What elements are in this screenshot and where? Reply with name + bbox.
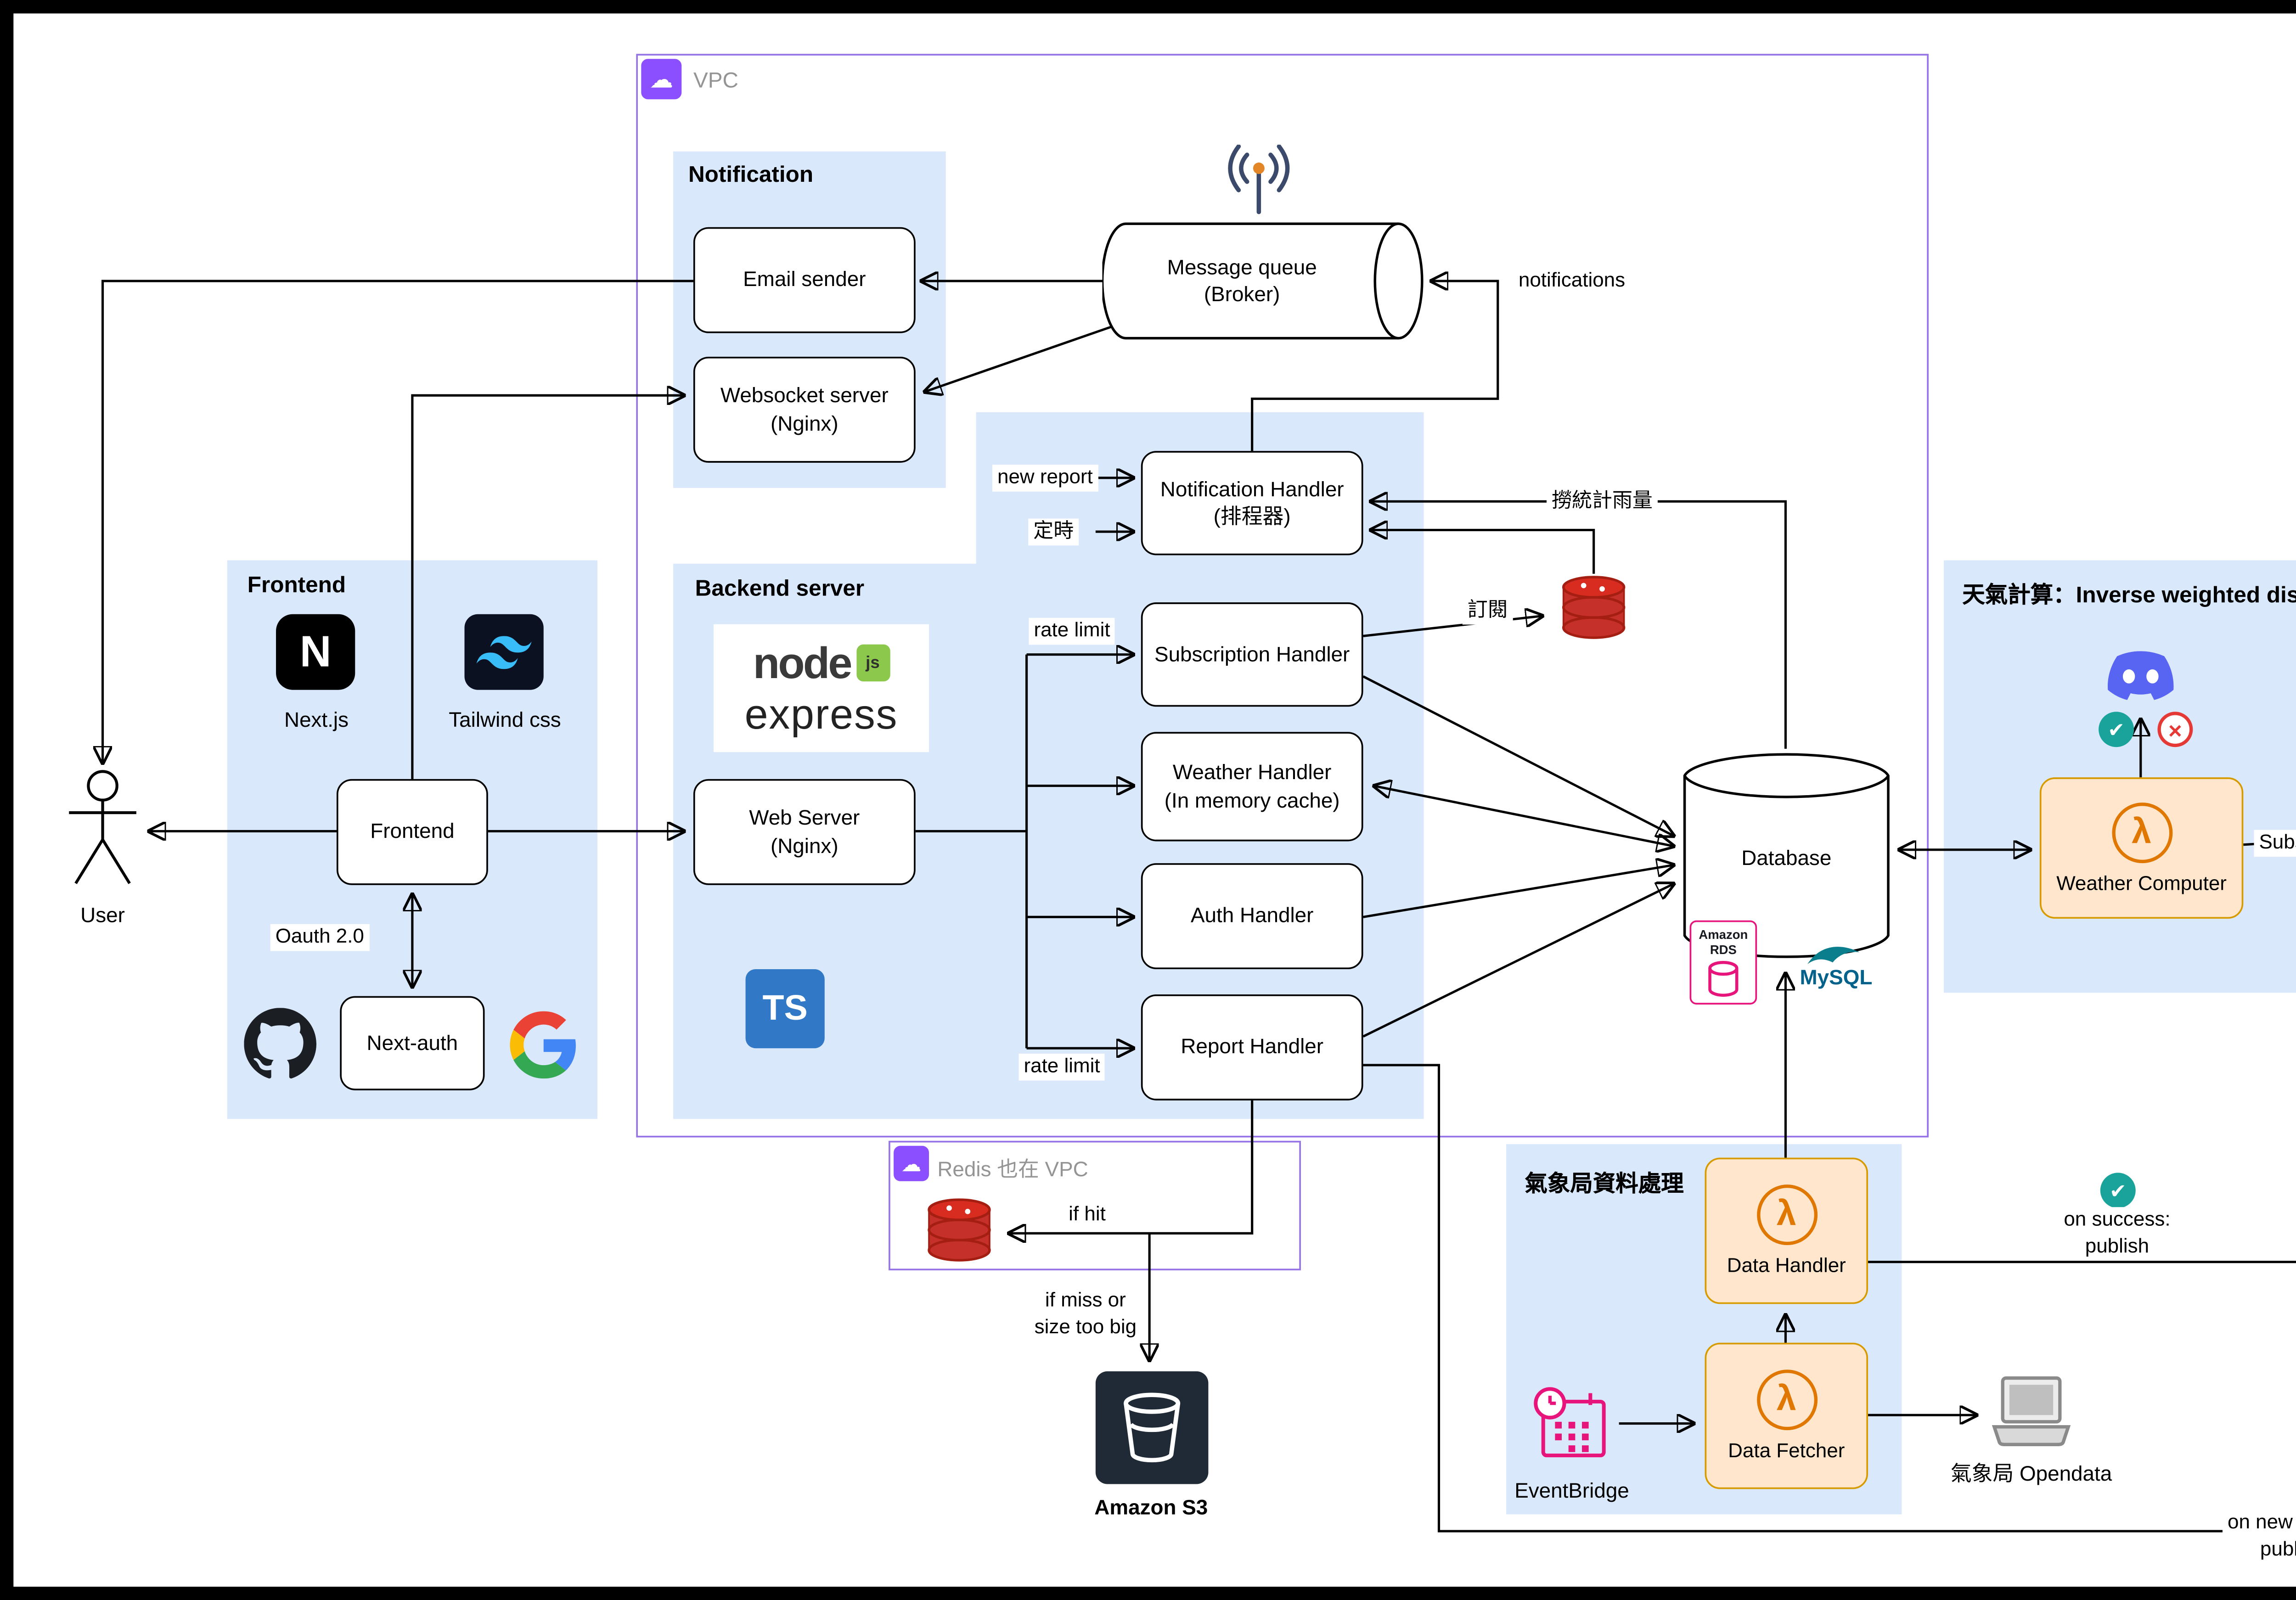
web-server-node: Web Server (Nginx) — [693, 779, 916, 885]
redis-vpc-cloud-icon: ☁ — [894, 1145, 929, 1181]
cwb-region-title: 氣象局資料處理 — [1525, 1171, 1684, 1196]
fetch-rain-label: 撈統計雨量 — [1547, 488, 1658, 515]
tailwind-label: Tailwind css — [449, 708, 561, 732]
schedule-label: 定時 — [1028, 518, 1079, 545]
google-icon — [510, 1011, 577, 1079]
subscribe-redis-label: 訂閱 — [1462, 597, 1513, 624]
redis-icon — [1555, 575, 1632, 643]
nextjs-icon: N — [276, 614, 355, 690]
edge-auth-to-db — [1363, 865, 1675, 918]
edge-datahandler-to-sns-publish — [1868, 1261, 2296, 1263]
rate-limit-bottom-label: rate limit — [1019, 1053, 1105, 1080]
express-text: express — [744, 691, 898, 738]
edge-redis-to-notifhandler — [1370, 530, 1595, 574]
success-check-icon: ✔ — [2099, 712, 2134, 747]
frontend-node: Frontend — [336, 779, 488, 885]
edge-report-to-rediscache — [1008, 1100, 1254, 1234]
eventbridge-label: EventBridge — [1514, 1479, 1629, 1503]
lambda-icon: λ — [1756, 1185, 1817, 1246]
user-actor — [64, 766, 141, 897]
weather-computer-node: λ Weather Computer — [2039, 777, 2244, 919]
node-text: node — [753, 637, 853, 688]
rds-db-glyph — [1708, 961, 1739, 997]
edge-email-to-user — [103, 280, 693, 764]
new-report-label: new report — [992, 465, 1098, 491]
data-handler-label: Data Handler — [1727, 1253, 1846, 1277]
weather-calc-region-title: 天氣計算：Inverse weighted distance — [1962, 582, 2296, 608]
edge-report-to-db — [1362, 883, 1675, 1038]
vpc-cloud-icon: ☁ — [641, 59, 682, 100]
s3-label: Amazon S3 — [1094, 1496, 1208, 1520]
amazon-rds-icon: Amazon RDS — [1689, 920, 1757, 1005]
edge-notifhandler-to-queue — [1251, 281, 1499, 451]
redis-vpc-boundary — [889, 1140, 1301, 1270]
vpc-boundary — [636, 54, 1929, 1138]
database-label: Database — [1741, 846, 1832, 870]
eventbridge-icon — [1528, 1380, 1616, 1467]
vpc-label: VPC — [693, 67, 738, 93]
subscription-handler-node: Subscription Handler — [1141, 602, 1363, 707]
edge-queue-to-websocket — [924, 325, 1113, 392]
error-x-icon: × — [2157, 712, 2193, 747]
subscribe-sns-label: Subscribe — [2254, 830, 2296, 856]
websocket-server-node: Websocket server (Nginx) — [693, 356, 916, 463]
mysql-text: MySQL — [1800, 966, 1873, 989]
edge-db-to-notifhandler — [1370, 501, 1787, 749]
edge-report-to-sns-publish — [1363, 1064, 2296, 1533]
success-check-icon: ✔ — [2100, 1173, 2136, 1208]
report-handler-node: Report Handler — [1141, 994, 1363, 1100]
notification-region-title: Notification — [688, 161, 814, 187]
rate-limit-top-label: rate limit — [1029, 618, 1115, 644]
github-icon — [244, 1008, 317, 1080]
edge-weatherhandler-db — [1373, 786, 1675, 847]
amazon-s3-icon — [1095, 1371, 1209, 1484]
notifications-label: notifications — [1513, 268, 1631, 294]
data-handler-node: λ Data Handler — [1705, 1157, 1868, 1304]
notification-handler-node: Notification Handler (排程器) — [1141, 451, 1363, 556]
edge-frontend-to-websocket — [411, 395, 685, 779]
amazon-rds-text: Amazon RDS — [1699, 927, 1748, 958]
if-miss-label: if miss or size too big — [1029, 1288, 1142, 1341]
frontend-region-title: Frontend — [247, 572, 346, 598]
opendata-label: 氣象局 Opendata — [1950, 1462, 2112, 1486]
nodejs-hex-badge: js — [855, 644, 890, 682]
message-queue-label: Message queue (Broker) — [1167, 255, 1317, 307]
on-new-report-label: on new report: publish — [2223, 1510, 2296, 1563]
backend-region-title: Backend server — [695, 575, 865, 601]
broadcast-antenna-icon — [1218, 145, 1299, 219]
email-sender-node: Email sender — [693, 227, 916, 333]
lambda-icon: λ — [1756, 1370, 1817, 1431]
redis-cache-icon — [921, 1198, 998, 1265]
data-fetcher-label: Data Fetcher — [1728, 1438, 1845, 1462]
weather-handler-node: Weather Handler (In memory cache) — [1141, 732, 1363, 842]
data-fetcher-node: λ Data Fetcher — [1705, 1342, 1868, 1489]
user-label: User — [80, 904, 125, 927]
next-auth-node: Next-auth — [340, 996, 485, 1090]
mysql-logo: MySQL — [1787, 932, 1885, 999]
node-express-logo: node js express — [713, 624, 929, 752]
lambda-icon: λ — [2111, 802, 2172, 863]
nextjs-label: Next.js — [284, 708, 349, 732]
on-success-label: on success: publish — [2059, 1207, 2176, 1260]
discord-icon — [2102, 648, 2179, 708]
typescript-icon: TS — [745, 969, 825, 1049]
edge-subscription-to-db — [1362, 675, 1675, 836]
tailwind-icon — [464, 614, 544, 690]
weather-calc-region — [1943, 560, 2296, 993]
if-hit-label: if hit — [1064, 1201, 1111, 1228]
auth-handler-node: Auth Handler — [1141, 863, 1363, 969]
weather-computer-label: Weather Computer — [2056, 870, 2227, 894]
message-queue-shape — [1102, 222, 1424, 340]
redis-vpc-label: Redis 也在 VPC — [937, 1157, 1088, 1181]
edge-subscription-to-redis — [1363, 616, 1543, 637]
oauth-label: Oauth 2.0 — [270, 924, 369, 950]
laptop-icon — [1987, 1373, 2075, 1457]
